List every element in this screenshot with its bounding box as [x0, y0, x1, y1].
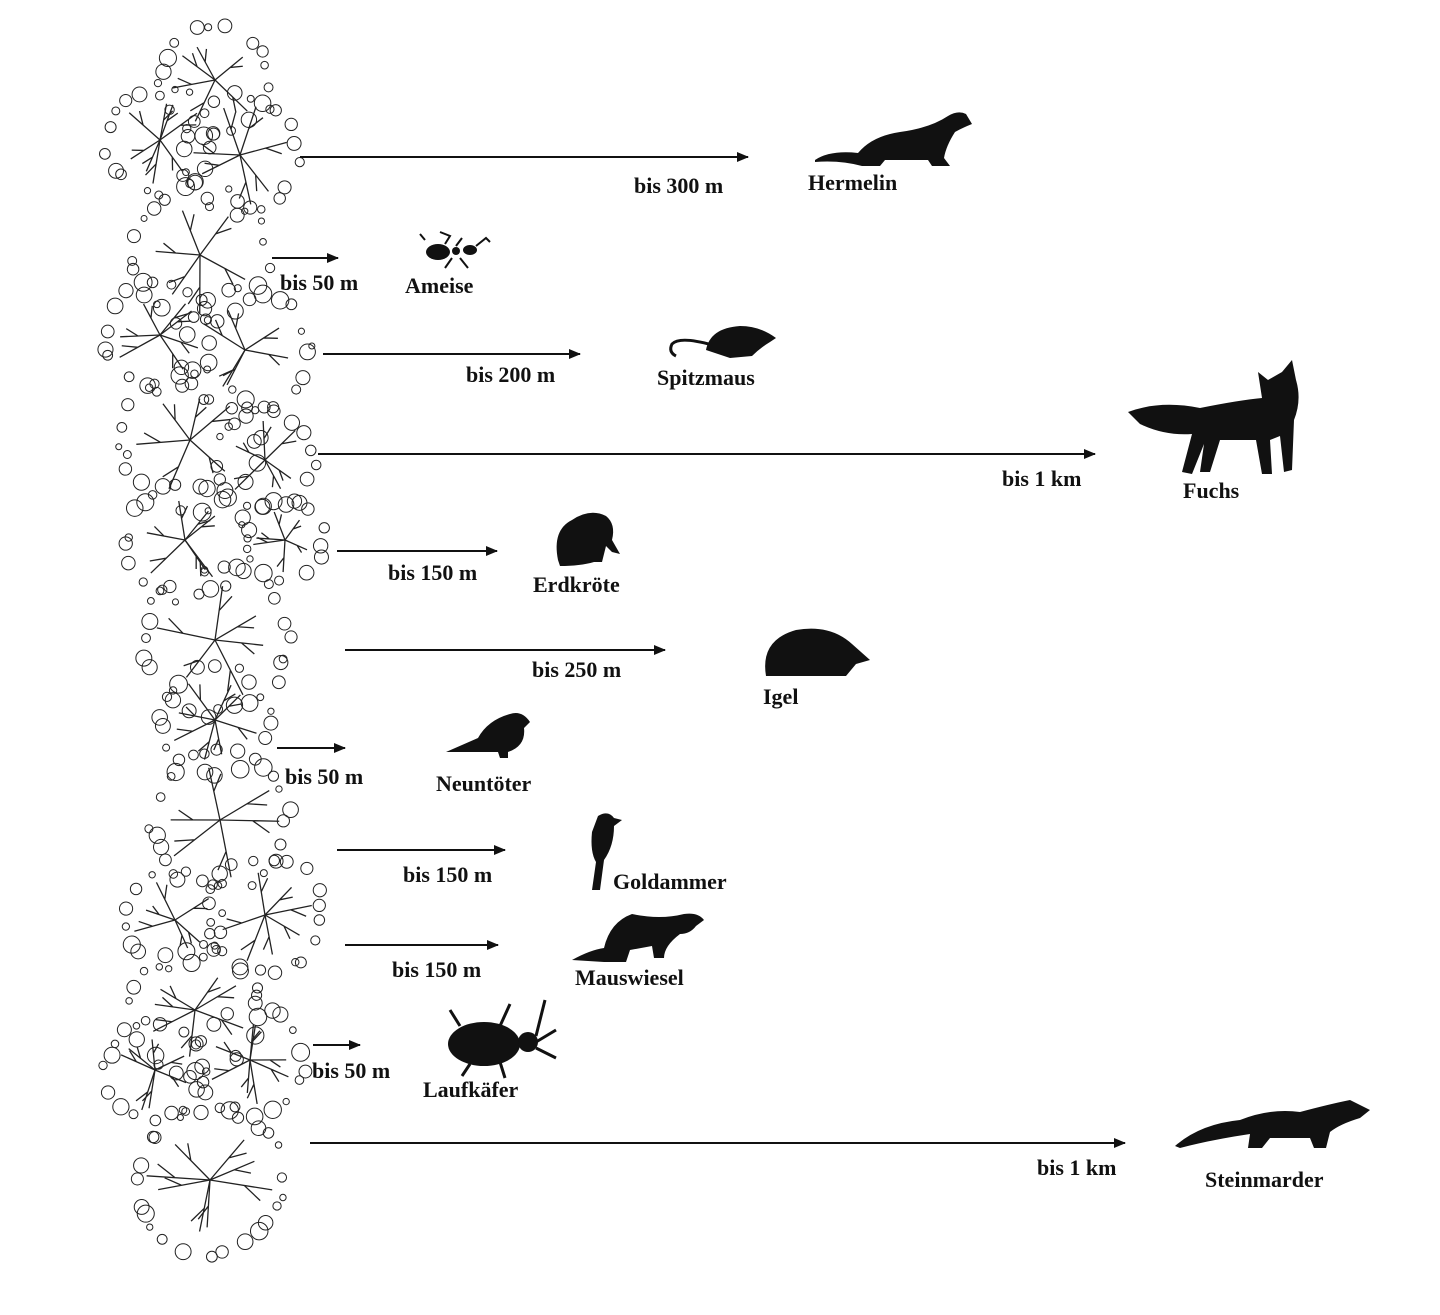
yellowhammer-icon: [591, 813, 622, 890]
animal-name: Goldammer: [613, 869, 727, 894]
distance-label: bis 50 m: [285, 764, 363, 789]
marten-icon: [1175, 1100, 1370, 1148]
row-igel: bis 250 m Igel: [345, 628, 870, 709]
tree-icon: [155, 18, 274, 146]
distance-label: bis 300 m: [634, 173, 723, 198]
tree-icon: [98, 1015, 210, 1127]
animal-name: Mauswiesel: [575, 965, 684, 990]
tree-icon: [118, 478, 252, 606]
animal-name: Steinmarder: [1205, 1167, 1324, 1192]
toad-icon: [556, 512, 620, 566]
tree-icon: [99, 78, 221, 200]
fox-icon: [1128, 360, 1299, 474]
distance-label: bis 150 m: [388, 560, 477, 585]
row-hermelin: bis 300 m Hermelin: [300, 112, 972, 198]
animal-name: Hermelin: [808, 170, 897, 195]
tree-icon: [130, 1101, 288, 1263]
row-steinmarder: bis 1 km Steinmarder: [310, 1100, 1370, 1192]
distance-label: bis 250 m: [532, 657, 621, 682]
tree-icon: [176, 85, 305, 223]
tree-icon: [173, 282, 316, 424]
row-goldammer: bis 150 m Goldammer: [337, 813, 727, 894]
animal-name: Spitzmaus: [657, 365, 755, 390]
distance-label: bis 50 m: [312, 1058, 390, 1083]
tree-icon: [135, 560, 298, 725]
animal-name: Igel: [763, 684, 798, 709]
tree-icon: [125, 939, 268, 1084]
shrew-icon: [669, 326, 776, 358]
tree-icon: [202, 854, 327, 980]
row-fuchs: bis 1 km Fuchs: [318, 360, 1299, 503]
distance-label: bis 150 m: [392, 957, 481, 982]
distance-label: bis 200 m: [466, 362, 555, 387]
animal-name: Laufkäfer: [423, 1077, 519, 1102]
animal-name: Erdkröte: [533, 572, 620, 597]
tree-icon: [186, 995, 313, 1126]
distance-label: bis 50 m: [280, 270, 358, 295]
row-ameise: bis 50 m Ameise: [272, 231, 491, 298]
row-laufkaefer: bis 50 m Laufkäfer: [312, 999, 557, 1102]
tree-icon: [151, 659, 279, 784]
stoat-icon: [815, 112, 972, 166]
distance-label: bis 150 m: [403, 862, 492, 887]
shrike-icon: [446, 713, 530, 758]
distance-label: bis 1 km: [1037, 1155, 1116, 1180]
animal-name: Neuntöter: [436, 771, 532, 796]
animal-name: Fuchs: [1183, 478, 1240, 503]
row-spitzmaus: bis 200 m Spitzmaus: [323, 326, 776, 390]
distance-label: bis 1 km: [1002, 466, 1081, 491]
hedge-column: [97, 18, 330, 1263]
tree-icon: [144, 743, 299, 890]
tree-icon: [118, 866, 228, 973]
tree-icon: [115, 361, 269, 522]
beetle-icon: [448, 999, 557, 1079]
tree-icon: [241, 492, 330, 586]
row-erdkroete: bis 150 m Erdkröte: [337, 512, 620, 597]
animal-name: Ameise: [405, 273, 474, 298]
row-mauswiesel: bis 150 m Mauswiesel: [345, 913, 704, 990]
row-neuntoeter: bis 50 m Neuntöter: [277, 713, 532, 796]
tree-icon: [97, 272, 218, 397]
hedgehog-icon: [765, 628, 870, 676]
ant-icon: [419, 231, 491, 269]
weasel-icon: [572, 913, 704, 962]
